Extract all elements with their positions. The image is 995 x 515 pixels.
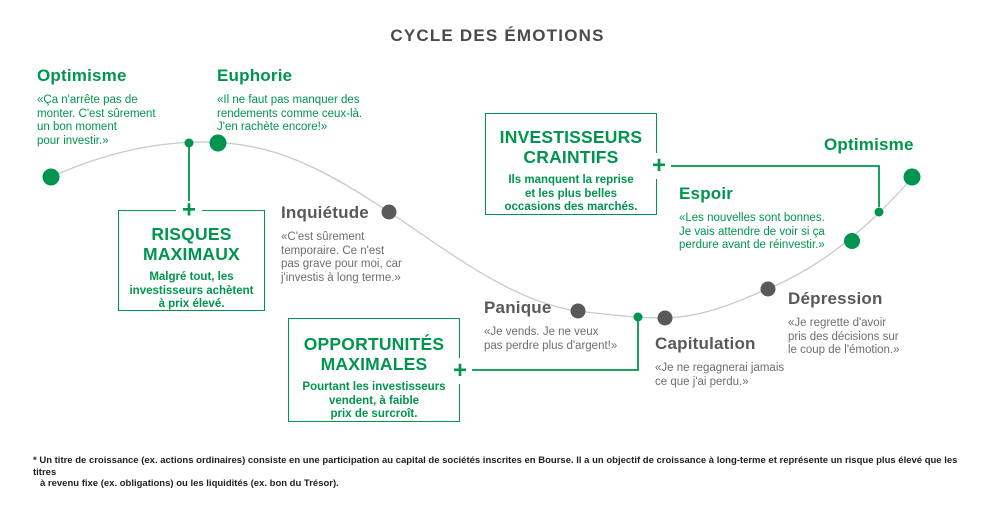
stage-quote: «Je regrette d'avoir pris des décisions … xyxy=(788,317,900,356)
callout-text: Ils manquent la reprise et les plus bell… xyxy=(504,174,638,213)
callout-title: INVESTISSEURS CRAINTIFS xyxy=(499,127,643,167)
curve-dot-risques-anchor xyxy=(184,138,194,148)
stage-capitulation: Capitulation «Je ne regagnerai jamais ce… xyxy=(655,334,835,389)
plus-icon: + xyxy=(451,357,469,384)
footnote: * Un titre de croissance (ex. actions or… xyxy=(33,455,968,490)
curve-dot-panique xyxy=(570,303,586,319)
stage-label: Euphorie xyxy=(217,66,293,85)
curve-dot-depression xyxy=(760,281,776,297)
curve-dot-capitulation xyxy=(657,310,673,326)
stage-label: Optimisme xyxy=(824,135,914,154)
callout-title: RISQUES MAXIMAUX xyxy=(143,224,240,264)
callout-investisseurs-craintifs: INVESTISSEURS CRAINTIFS Ils manquent la … xyxy=(485,113,657,215)
stage-label: Optimisme xyxy=(37,66,127,85)
stage-quote: «Il ne faut pas manquer des rendements c… xyxy=(217,94,363,133)
callout-text: Malgré tout, les investisseurs achètent … xyxy=(129,271,254,310)
stage-quote: «Ça n'arrête pas de monter. C'est sûreme… xyxy=(37,94,156,147)
curve-dot-opportunites-anchor xyxy=(633,312,643,322)
stage-espoir: Espoir «Les nouvelles sont bonnes. Je va… xyxy=(679,184,869,253)
curve-dot-euphorie xyxy=(209,134,227,152)
page-title: CYCLE DES ÉMOTIONS xyxy=(390,26,605,45)
curve-dot-optimisme-start xyxy=(42,168,60,186)
footnote-line: à revenu fixe (ex. obligations) ou les l… xyxy=(40,478,339,489)
curve-dot-optimisme-end xyxy=(903,168,921,186)
callout-opportunites-maximales: OPPORTUNITÉS MAXIMALES Pourtant les inve… xyxy=(288,318,460,422)
footnote-line: * Un titre de croissance (ex. actions or… xyxy=(33,455,958,478)
stage-quote: «Je vends. Je ne veux pas perdre plus d'… xyxy=(484,326,618,352)
stage-optimisme-left: Optimisme «Ça n'arrête pas de monter. C'… xyxy=(37,66,217,148)
stage-quote: «Je ne regagnerai jamais ce que j'ai per… xyxy=(655,362,785,388)
stage-euphorie: Euphorie «Il ne faut pas manquer des ren… xyxy=(217,66,407,135)
stage-inquietude: Inquiétude «C'est sûrement temporaire. C… xyxy=(281,203,441,285)
stage-label: Panique xyxy=(484,298,552,317)
callout-title: OPPORTUNITÉS MAXIMALES xyxy=(303,334,445,374)
stage-label: Dépression xyxy=(788,289,883,308)
stage-label: Espoir xyxy=(679,184,734,203)
plus-icon: + xyxy=(176,198,202,222)
stage-label: Capitulation xyxy=(655,334,756,353)
callout-text: Pourtant les investisseurs vendent, à fa… xyxy=(302,381,446,420)
curve-dot-inquietude xyxy=(381,204,397,220)
connector-opportunites-maximales xyxy=(472,321,639,371)
plus-icon: + xyxy=(650,152,668,179)
stage-quote: «C'est sûrement temporaire. Ce n'est pas… xyxy=(281,231,402,284)
connector-investisseurs-craintifs xyxy=(671,165,880,207)
curve-dot-craintifs-anchor xyxy=(874,207,884,217)
curve-dot-espoir xyxy=(844,233,860,249)
callout-risques-maximaux: RISQUES MAXIMAUX Malgré tout, les invest… xyxy=(118,210,265,311)
stage-label: Inquiétude xyxy=(281,203,369,222)
stage-quote: «Les nouvelles sont bonnes. Je vais atte… xyxy=(679,212,825,251)
stage-depression: Dépression «Je regrette d'avoir pris des… xyxy=(788,289,948,358)
stage-panique: Panique «Je vends. Je ne veux pas perdre… xyxy=(484,298,654,353)
stage-optimisme-right: Optimisme xyxy=(824,135,944,163)
